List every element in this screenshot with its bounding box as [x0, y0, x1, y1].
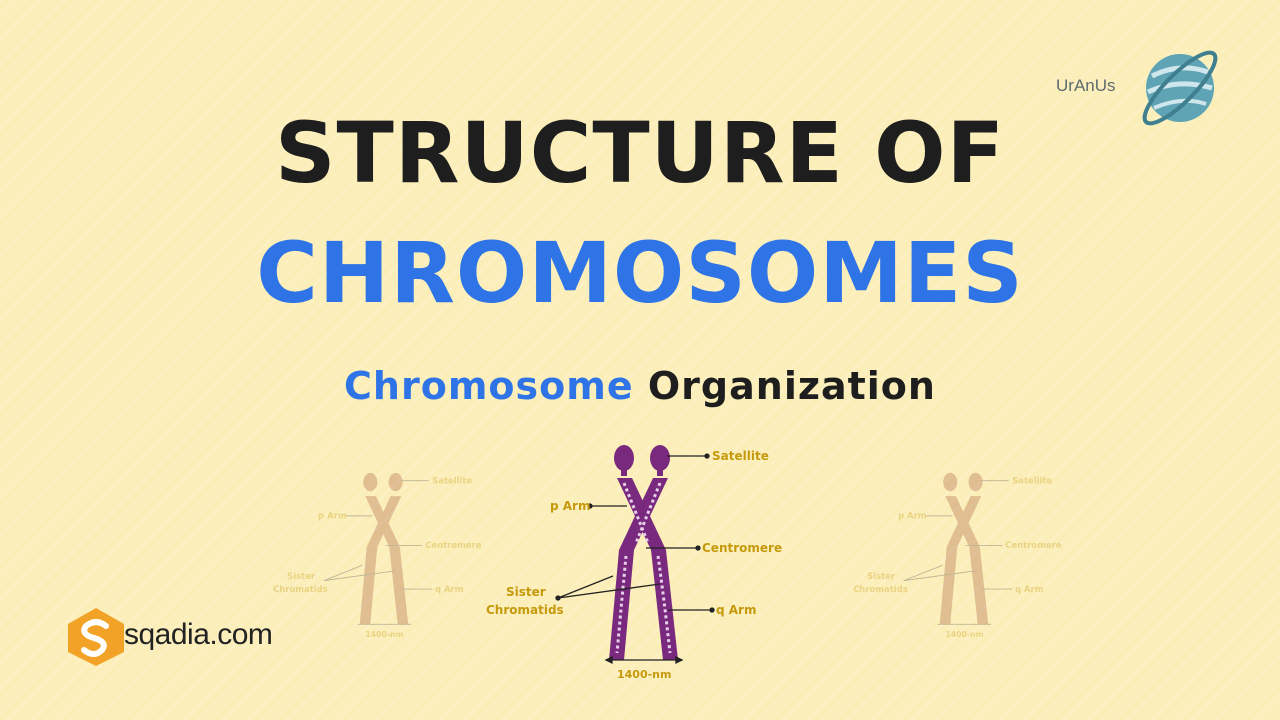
label-p-arm: p Arm	[318, 511, 347, 521]
chromosome-diagram-left: Satellite p Arm Centromere Sister Chroma…	[258, 468, 498, 644]
chromosome-shape-faded	[939, 472, 989, 625]
label-width: 1400-nm	[365, 630, 403, 639]
label-chromatids: Chromatids	[273, 584, 328, 594]
label-width: 1400-nm	[617, 668, 671, 681]
label-q-arm: q Arm	[1015, 584, 1044, 594]
label-chromatids: Chromatids	[486, 603, 564, 617]
label-satellite: Satellite	[432, 475, 472, 485]
planet-icon	[1138, 42, 1222, 130]
label-width: 1400-nm	[945, 630, 983, 639]
subtitle: Chromosome Organization	[0, 364, 1280, 408]
label-q-arm: q Arm	[716, 603, 756, 617]
label-satellite: Satellite	[1012, 475, 1052, 485]
label-centromere: Centromere	[702, 541, 782, 555]
label-sister: Sister	[287, 571, 316, 581]
uranus-brand-text: UrAnUs	[1056, 76, 1116, 95]
subtitle-part-1: Chromosome	[344, 364, 634, 408]
title-line-2: CHROMOSOMES	[256, 224, 1024, 322]
chromosome-shape-faded	[359, 472, 409, 625]
title-line-1: STRUCTURE OF	[275, 104, 1005, 202]
chromosome-diagram-right: Satellite p Arm Centromere Sister Chroma…	[838, 468, 1078, 644]
subtitle-part-2: Organization	[647, 364, 936, 408]
label-centromere: Centromere	[425, 540, 482, 550]
label-chromatids: Chromatids	[853, 584, 908, 594]
sqadia-brand-text: sqadia.com	[124, 618, 273, 651]
sqadia-logo-icon	[66, 606, 126, 668]
chromosome-diagram-center: Satellite p Arm Centromere Sister Chroma…	[470, 438, 800, 688]
label-centromere: Centromere	[1005, 540, 1062, 550]
label-satellite: Satellite	[712, 449, 769, 463]
label-sister: Sister	[506, 585, 546, 599]
label-q-arm: q Arm	[435, 584, 464, 594]
label-p-arm: p Arm	[550, 499, 590, 513]
chromosome-shape	[609, 445, 678, 660]
label-sister: Sister	[867, 571, 896, 581]
label-p-arm: p Arm	[898, 511, 927, 521]
